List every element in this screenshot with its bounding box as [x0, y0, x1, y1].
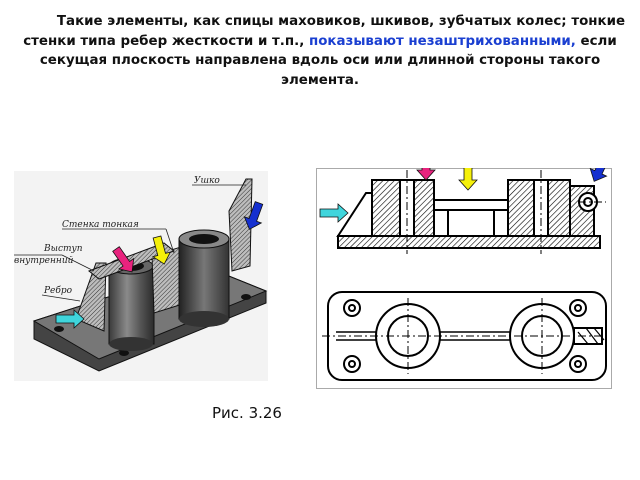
arrow-cyan-icon: [55, 309, 85, 329]
arrow-yellow-icon: [458, 168, 478, 191]
label-ushko: Ушко: [194, 176, 220, 186]
label-vnutrenniy: внутренний: [14, 256, 74, 266]
description-paragraph: Такие элементы, как спицы маховиков, шки…: [14, 12, 626, 90]
label-stenka: Стенка тонкая: [62, 220, 139, 230]
label-vystup: Выступ: [43, 244, 83, 254]
paragraph-highlight: показывают незаштрихованными,: [308, 33, 576, 49]
arrow-yellow-icon: [151, 235, 172, 265]
rib-shape: [75, 262, 107, 332]
paragraph-text-2: если секущая плоскость направлена вдоль …: [39, 33, 617, 88]
figure-caption: Рис. 3.26: [212, 404, 282, 422]
arrow-blue-icon: [243, 201, 264, 230]
isometric-cutaway-drawing: Ушко Стенка тонкая Выступ внутренний Реб…: [14, 171, 268, 381]
label-rebro: Ребро: [43, 285, 73, 296]
paragraph-text-1: Такие элементы, как спицы маховиков, шки…: [23, 14, 626, 49]
arrow-cyan-icon: [319, 203, 349, 223]
front-section-view: [336, 179, 601, 249]
orthographic-drawing: [316, 168, 612, 389]
arrow-magenta-icon: [416, 168, 436, 181]
arrow-blue-icon: [589, 168, 611, 182]
arrow-magenta-icon: [112, 246, 135, 273]
